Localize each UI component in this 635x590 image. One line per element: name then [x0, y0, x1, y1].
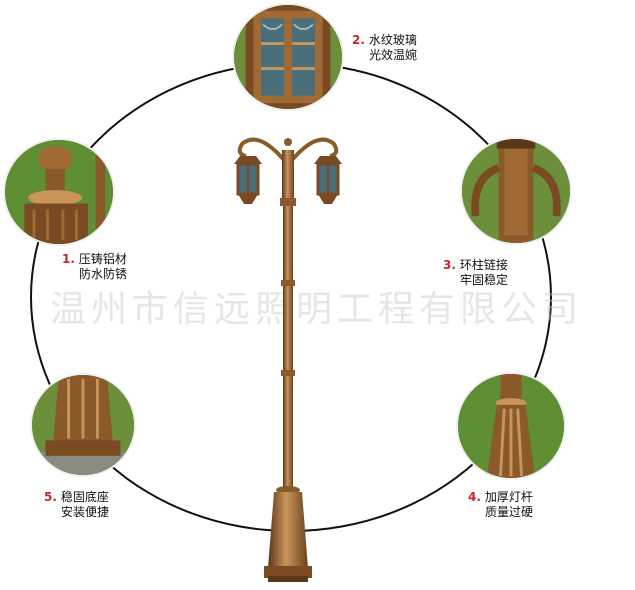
feature-caption-1: 1.压铸铝材 防水防锈	[62, 252, 127, 282]
feature-subtitle: 质量过硬	[485, 505, 534, 519]
feature-title: 稳固底座	[60, 490, 109, 504]
detail-ring-connector	[460, 137, 572, 245]
feature-caption-2: 2.水纹玻璃 光效温婉	[352, 33, 417, 63]
detail-base	[30, 373, 136, 477]
feature-number: 3.	[443, 258, 456, 272]
base-image	[32, 375, 134, 475]
feature-subtitle: 安装便捷	[61, 505, 110, 519]
lantern-glass-image	[234, 5, 342, 109]
lamp-post-image	[234, 137, 342, 582]
feature-caption-4: 4.加厚灯杆 质量过硬	[468, 490, 533, 520]
feature-subtitle: 防水防锈	[79, 267, 128, 281]
feature-number: 5.	[44, 490, 57, 504]
feature-number: 1.	[62, 252, 75, 266]
feature-caption-5: 5.稳固底座 安装便捷	[44, 490, 109, 520]
feature-caption-3: 3.环柱链接 牢固稳定	[443, 258, 508, 288]
feature-subtitle: 牢固稳定	[460, 273, 509, 287]
feature-title: 环柱链接	[459, 258, 508, 272]
company-watermark: 温州市信远照明工程有限公司	[50, 289, 584, 330]
detail-pole	[456, 372, 566, 480]
pole-image	[458, 374, 564, 478]
feature-subtitle: 光效温婉	[369, 48, 418, 62]
feature-number: 2.	[352, 33, 365, 47]
detail-lantern-glass	[232, 3, 344, 111]
feature-title: 水纹玻璃	[368, 33, 417, 47]
detail-finial	[3, 138, 115, 246]
ring-connector-image	[462, 139, 570, 243]
feature-title: 压铸铝材	[78, 252, 127, 266]
feature-title: 加厚灯杆	[484, 490, 533, 504]
feature-number: 4.	[468, 490, 481, 504]
finial-image	[5, 140, 113, 244]
